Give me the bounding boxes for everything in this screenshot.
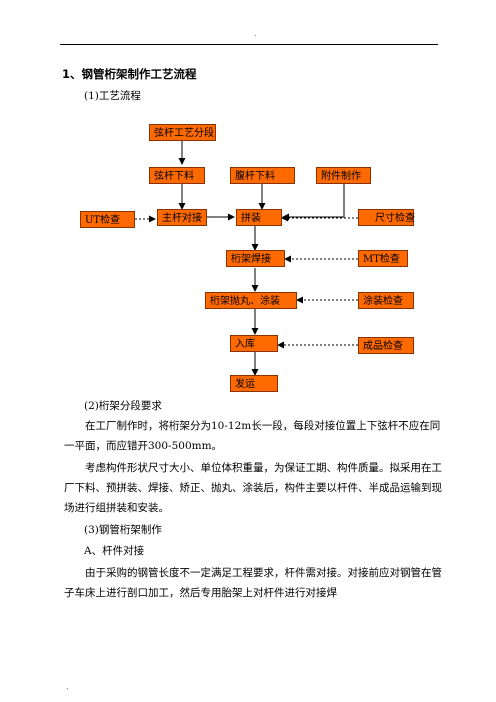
node-assemble: 拼装 <box>236 209 282 226</box>
paragraph-fabrication-plan: 考虑构件形状尺寸大小、单位体积重量，为保证工期、构件质量。拟采用在工厂下料、预拼… <box>64 462 442 514</box>
node-attach-make: 附件制作 <box>316 167 371 184</box>
paragraph-segment-length: 在工厂制作时，将桁架分为10-12m长一段，每段对接位置上下弦杆不应在同一平面，… <box>64 420 441 452</box>
node-mt-check: MT检查 <box>358 250 408 267</box>
footer-mark: . <box>66 682 69 691</box>
node-ut-check: UT检查 <box>80 211 135 228</box>
node-product-check: 成品检查 <box>358 337 414 354</box>
node-blast-coat: 桁架抛丸、涂装 <box>205 292 297 309</box>
node-chord-cut: 弦杆下料 <box>149 167 205 184</box>
subheading-process: (1)工艺流程 <box>84 90 141 102</box>
subheading-truss-fabrication: (3)钢管桁架制作 <box>84 524 162 536</box>
node-coat-check: 涂装检查 <box>358 292 414 309</box>
subheading-member-butt: A、杆件对接 <box>84 545 145 557</box>
subheading-segment-requirements: (2)桁架分段要求 <box>84 400 162 412</box>
node-storage: 入库 <box>230 335 278 352</box>
header-rule <box>60 44 438 45</box>
node-chord-segment: 弦杆工艺分段 <box>149 124 216 141</box>
node-size-check: 尺寸检查 <box>358 209 415 226</box>
section-title: 1、钢管桁架制作工艺流程 <box>62 67 197 81</box>
paragraph-member-butt: 由于采购的钢管长度不一定满足工程要求，杆件需对接。对接前应对钢管在管子车床上进行… <box>64 567 442 599</box>
node-web-cut: 腹杆下料 <box>230 167 295 184</box>
node-main-butt: 主杆对接 <box>157 209 207 226</box>
node-truss-weld: 桁架焊接 <box>226 250 285 267</box>
arrow-attach-to-assemble <box>282 184 345 221</box>
node-ship: 发运 <box>230 375 278 392</box>
header-mark: . <box>254 29 257 38</box>
